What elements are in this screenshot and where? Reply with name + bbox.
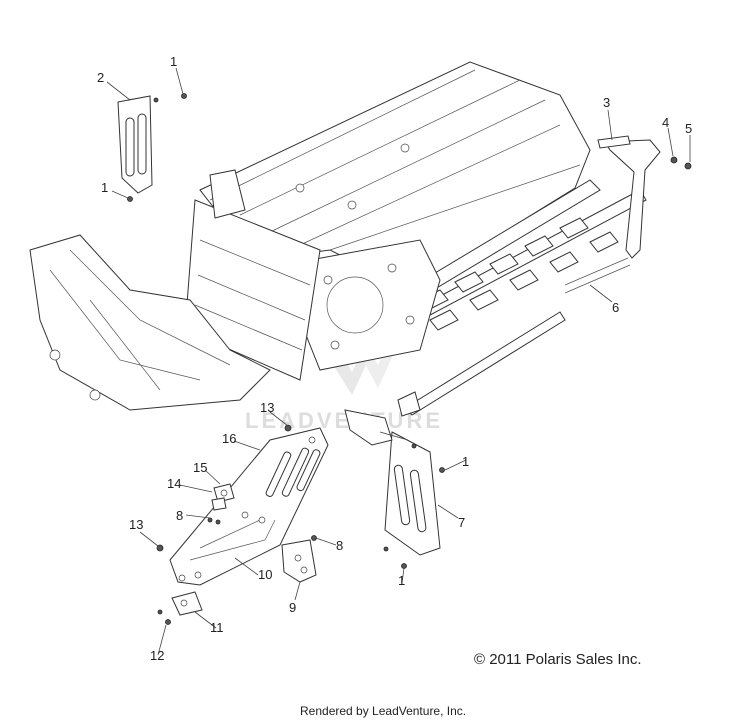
part-14-15-clips: [211, 483, 235, 511]
callout-1: 1: [398, 573, 405, 588]
callout-8: 8: [336, 538, 343, 553]
callout-1: 1: [170, 54, 177, 69]
callout-labels: 1 1 1 1 2 3 4 5 6 7 8 8 9 10 11 12 13 13…: [97, 54, 692, 663]
callout-14: 14: [167, 476, 181, 491]
callout-7: 7: [458, 515, 465, 530]
part-9-bracket: [281, 539, 317, 583]
part-6-rod: [397, 135, 692, 417]
copyright-text: © 2011 Polaris Sales Inc.: [474, 651, 642, 668]
callout-12: 12: [150, 648, 164, 663]
part-7-heat-shield: [384, 431, 441, 556]
callout-3: 3: [603, 95, 610, 110]
part-bracket: [344, 409, 409, 446]
callout-6: 6: [612, 300, 619, 315]
callout-11: 11: [210, 620, 224, 635]
part-11-bracket: [171, 591, 203, 616]
part-2-heat-shield: [117, 95, 159, 194]
fasteners: [127, 93, 445, 625]
part-10-bottom-plate: [169, 427, 329, 586]
callout-5: 5: [685, 121, 692, 136]
callout-4: 4: [662, 115, 669, 130]
callout-1: 1: [101, 180, 108, 195]
callout-16: 16: [222, 431, 236, 446]
callout-15: 15: [193, 460, 207, 475]
callout-1: 1: [462, 454, 469, 469]
chassis-tunnel: [29, 61, 647, 411]
callout-13: 13: [129, 517, 143, 532]
rendered-by-text: Rendered by LeadVenture, Inc.: [300, 704, 467, 718]
callout-13: 13: [260, 400, 274, 415]
leader-lines: [106, 67, 691, 656]
callout-8: 8: [176, 508, 183, 523]
callout-9: 9: [289, 600, 296, 615]
callout-10: 10: [258, 567, 272, 582]
callout-2: 2: [97, 70, 104, 85]
